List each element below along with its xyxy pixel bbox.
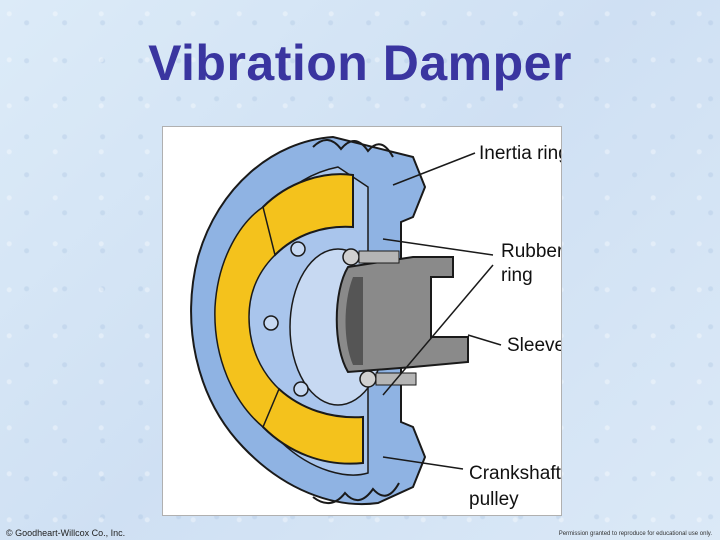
label-rubber-ring-2: ring <box>501 265 533 286</box>
slide-title: Vibration Damper <box>148 35 572 91</box>
pulley-grooves-top <box>312 139 394 158</box>
sleeve-shadow <box>345 277 363 365</box>
damper-diagram: Inertia ring Rubber ring Sleeve Cranksha… <box>190 135 561 510</box>
label-inertia-ring: Inertia ring <box>479 143 561 164</box>
callout-line-pulley <box>382 456 464 470</box>
bolt-bottom <box>293 381 309 397</box>
damper-illustration: Inertia ring Rubber ring Sleeve Cranksha… <box>162 126 562 516</box>
label-sleeve: Sleeve <box>507 335 561 356</box>
bolt-thread-upper <box>358 250 400 264</box>
label-rubber-ring-1: Rubber <box>501 241 561 262</box>
callout-line-sleeve <box>467 334 502 346</box>
bolt-top <box>290 241 306 257</box>
label-crankshaft-pulley-1: Crankshaft <box>469 463 561 484</box>
bolt-upper <box>342 248 360 266</box>
bolt-left <box>263 315 279 331</box>
callout-line-inertia <box>392 152 476 186</box>
label-crankshaft-pulley-2: pulley <box>469 489 519 510</box>
copyright-notice: © Goodheart-Willcox Co., Inc. <box>6 528 126 538</box>
pulley-grooves-bottom <box>312 482 400 504</box>
inertia-ring-arc <box>214 205 280 429</box>
callout-line-rubber-lower <box>382 264 494 396</box>
sleeve-shape <box>335 256 469 374</box>
permission-notice: Permission granted to reproduce for educ… <box>558 531 712 537</box>
bolt-lower <box>359 370 377 388</box>
callout-line-rubber-upper <box>382 238 494 256</box>
